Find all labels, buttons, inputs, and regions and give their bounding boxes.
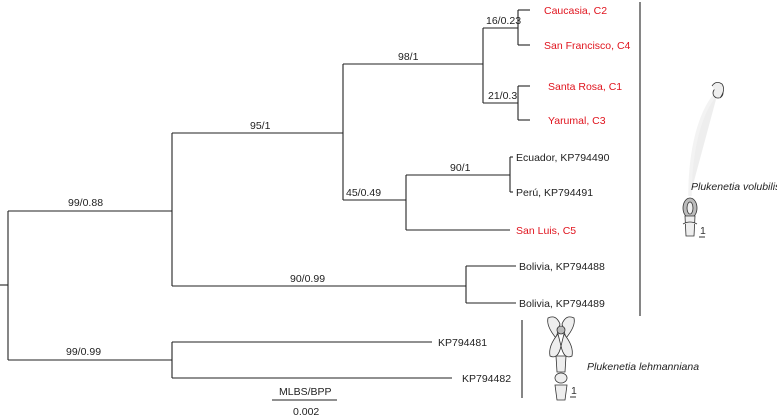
tip-label: Bolivia, KP794489	[519, 298, 605, 310]
support-label: 98/1	[398, 51, 419, 63]
tip-label: Ecuador, KP794490	[516, 152, 610, 164]
tip-label: KP794482	[462, 373, 511, 385]
species-label-lehmanniana: Plukenetia lehmanniana	[587, 361, 699, 373]
scale-bar: MLBS/BPP 0.002	[272, 386, 337, 417]
support-label: 21/0.3	[488, 90, 517, 102]
tip-label: San Luis, C5	[516, 225, 576, 237]
support-label: 45/0.49	[346, 187, 381, 199]
tip-label: KP794481	[438, 337, 487, 349]
tip-labels: Caucasia, C2 San Francisco, C4 Santa Ros…	[438, 5, 631, 385]
support-label: 16/0.23	[486, 15, 521, 27]
tree-branches	[0, 9, 530, 379]
scale-caption: MLBS/BPP	[279, 386, 332, 398]
support-label: 90/0.99	[290, 273, 325, 285]
support-label: 90/1	[450, 162, 471, 174]
svg-text:1: 1	[700, 225, 706, 237]
support-values: 99/0.88 95/1 98/1 16/0.23 21/0.3 45/0.49…	[66, 15, 521, 358]
support-label: 95/1	[250, 120, 271, 132]
tip-label: Santa Rosa, C1	[548, 81, 622, 93]
support-label: 99/0.99	[66, 346, 101, 358]
tip-label: Bolivia, KP794488	[519, 261, 605, 273]
tip-label: San Francisco, C4	[544, 40, 631, 52]
plukenetia-lehmanniana-flower-icon: 1	[547, 316, 577, 401]
svg-text:1: 1	[571, 385, 577, 397]
scale-value: 0.002	[293, 406, 319, 417]
tip-label: Yarumal, C3	[548, 115, 606, 127]
tip-label: Perú, KP794491	[516, 187, 593, 199]
tip-label: Caucasia, C2	[544, 5, 607, 17]
species-label-volubilis: Plukenetia volubilis	[691, 181, 777, 193]
support-label: 99/0.88	[68, 197, 103, 209]
plukenetia-volubilis-fruit-icon: 1	[682, 82, 724, 238]
